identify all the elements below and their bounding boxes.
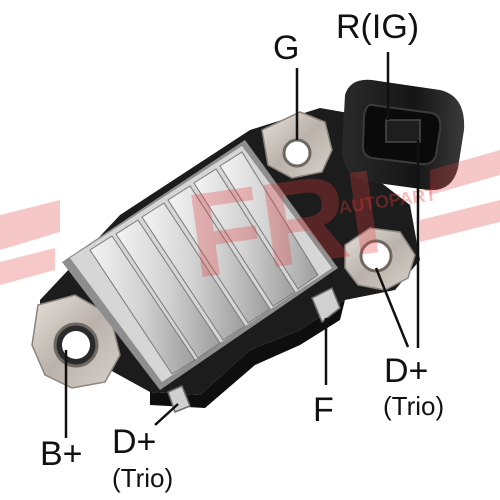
g-label: G bbox=[273, 29, 300, 67]
watermark-text: FRI bbox=[180, 144, 390, 304]
r-ig-label: R(IG) bbox=[336, 8, 420, 46]
d-plus-left-label: D+ bbox=[112, 423, 157, 461]
heatsink-fins bbox=[89, 151, 319, 375]
d-plus-left-leader bbox=[154, 403, 179, 426]
trio-right-label: (Trio) bbox=[383, 391, 445, 421]
leader-lines bbox=[64, 52, 420, 438]
r-ig-pin bbox=[385, 119, 421, 143]
f-label: F bbox=[313, 391, 334, 429]
b-plus-label: B+ bbox=[40, 435, 83, 473]
trio-left-label: (Trio) bbox=[112, 463, 174, 493]
f-terminal bbox=[311, 286, 341, 324]
d-plus-right-label: D+ bbox=[384, 352, 429, 390]
d-plus-terminal bbox=[167, 385, 191, 413]
body-side-shade bbox=[150, 300, 345, 408]
b-plus-hole-inner bbox=[62, 331, 90, 359]
watermark-logo bbox=[0, 150, 500, 285]
d-plus-right-leader-a bbox=[374, 267, 410, 348]
